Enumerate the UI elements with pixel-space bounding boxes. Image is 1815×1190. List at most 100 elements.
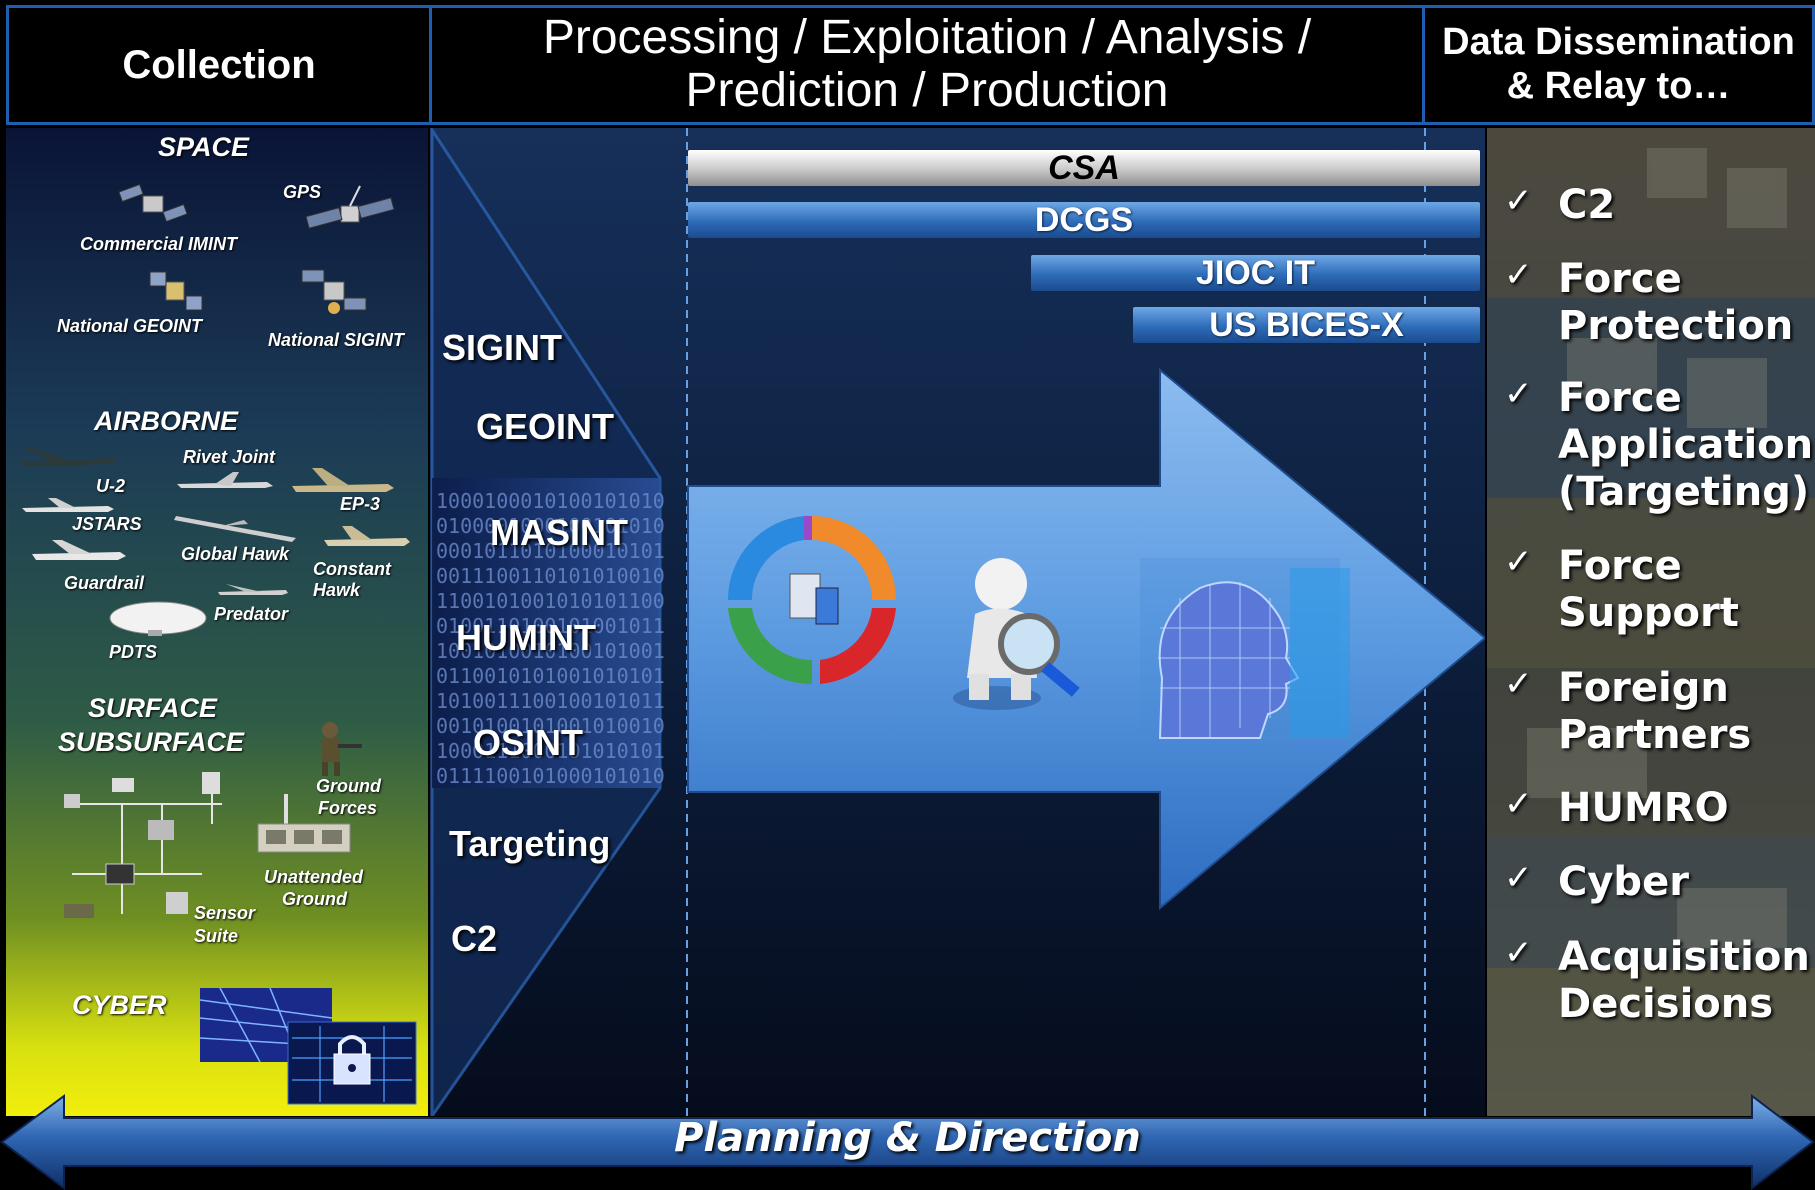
svg-text:0111100101000101010: 0111100101000101010 — [436, 764, 665, 788]
surface-title-line2: SUBSURFACE — [58, 727, 245, 757]
svg-text:0001011010100010101: 0001011010100010101 — [436, 539, 665, 563]
dissemination-header: Data Dissemination & Relay to… — [1422, 5, 1815, 125]
system-bar-bices-label: US BICES-X — [1209, 305, 1404, 344]
cyber-title: CYBER — [72, 990, 167, 1020]
dissemination-item-label: Force — [1558, 543, 1682, 589]
process-cycle-icon — [727, 515, 896, 685]
sensor-suite-network-icon — [64, 772, 222, 918]
u2-aircraft-icon — [19, 448, 118, 466]
dissemination-item-cyber: ✓ Cyber — [1504, 858, 1689, 906]
dissemination-item-c2: ✓C2 — [1504, 181, 1615, 229]
platform-national-geoint: National GEOINT — [57, 316, 203, 336]
operations-photo-collage — [1487, 128, 1815, 1116]
svg-text:1010011100100101011: 1010011100100101011 — [436, 689, 665, 713]
int-geoint: GEOINT — [476, 406, 615, 447]
system-bar-csa-label: CSA — [1048, 148, 1120, 187]
rivet-joint-aircraft-icon — [177, 472, 273, 488]
svg-text:0110010101001010101: 0110010101001010101 — [436, 664, 665, 688]
platform-rivet-joint: Rivet Joint — [183, 447, 276, 467]
int-humint: HUMINT — [456, 617, 596, 658]
dissemination-item-label: Decisions — [1558, 980, 1774, 1027]
jstars-aircraft-icon — [22, 498, 114, 512]
planning-direction-label: Planning & Direction — [674, 1115, 1141, 1161]
platform-global-hawk: Global Hawk — [181, 544, 290, 564]
svg-text:0011100110101010010: 0011100110101010010 — [436, 564, 665, 588]
check-icon: ✓ — [1504, 374, 1533, 414]
guardrail-aircraft-icon — [32, 540, 126, 560]
dissemination-item-label: Force — [1558, 256, 1682, 302]
check-icon: ✓ — [1504, 664, 1533, 704]
check-icon: ✓ — [1504, 542, 1533, 582]
svg-text:0100110100101001011: 0100110100101001011 — [436, 614, 665, 638]
platform-constant: Constant — [313, 559, 391, 579]
dissemination-item-label: Cyber — [1558, 859, 1689, 905]
dissemination-item-label: Acquisition — [1558, 934, 1810, 980]
collection-panel — [6, 128, 428, 1116]
processing-header: Processing / Exploitation / Analysis / P… — [429, 5, 1425, 125]
int-c2: C2 — [451, 918, 498, 959]
svg-text:1001010010100101001: 1001010010100101001 — [436, 639, 665, 663]
int-masint: MASINT — [490, 512, 628, 553]
dissemination-item-label: Force — [1558, 375, 1682, 421]
sensor-suite-line2: Suite — [194, 926, 239, 946]
ground-forces-line1: Ground — [316, 776, 381, 796]
unattended-ground-sensor-icon — [257, 794, 351, 853]
dissemination-item-humro: ✓HUMRO — [1504, 784, 1729, 832]
dissemination-header-line1: Data Dissemination — [1442, 21, 1795, 64]
int-targeting: Targeting — [449, 823, 611, 864]
dissemination-item-label: Foreign — [1558, 665, 1729, 711]
platform-ep3: EP-3 — [340, 494, 381, 514]
platform-pdts: PDTS — [109, 642, 158, 662]
processing-header-line2: Prediction / Production — [685, 64, 1169, 117]
platform-commercial-imint: Commercial IMINT — [80, 234, 238, 254]
sigint-satellite-icon — [301, 269, 367, 314]
geoint-satellite-icon — [149, 271, 203, 311]
predator-uav-icon — [218, 584, 288, 595]
check-icon: ✓ — [1504, 858, 1533, 898]
processing-header-line1: Processing / Exploitation / Analysis / — [542, 11, 1312, 65]
system-bar-csa: CSA — [688, 148, 1480, 187]
dissemination-header-line2: & Relay to… — [1506, 65, 1731, 107]
gps-satellite-icon — [305, 185, 395, 229]
planning-direction-arrow — [0, 1094, 1815, 1190]
svg-text:1100101001010101100: 1100101001010101100 — [436, 589, 665, 613]
digital-head-icon — [1140, 558, 1350, 739]
space-title: SPACE — [158, 132, 250, 162]
platform-u2: U-2 — [96, 476, 126, 496]
dissemination-item-label: Partners — [1558, 711, 1752, 758]
platform-hawk: Hawk — [313, 580, 361, 600]
svg-text:0010100101001010010: 0010100101001010010 — [436, 714, 665, 738]
processing-graphics: 1000100010100101010 0100001000100101010 … — [430, 128, 1485, 1116]
check-icon: ✓ — [1504, 181, 1533, 221]
surface-title-line1: SURFACE — [88, 693, 218, 723]
unattended-ground-line1: Unattended — [264, 867, 363, 887]
int-sigint: SIGINT — [442, 327, 563, 368]
dissemination-item-label: Protection — [1558, 302, 1794, 349]
dissemination-item-label: (Targeting) — [1558, 468, 1810, 515]
ep3-aircraft-icon — [292, 468, 394, 492]
check-icon: ✓ — [1504, 784, 1533, 824]
global-hawk-icon — [174, 516, 296, 542]
platform-national-sigint: National SIGINT — [268, 330, 405, 350]
system-bar-bices: US BICES-X — [1133, 305, 1480, 344]
system-bar-dcgs: DCGS — [688, 201, 1480, 239]
svg-text:1000100010100101010: 1000100010100101010 — [436, 489, 665, 513]
ground-forces-line2: Forces — [318, 798, 378, 818]
sensor-suite-line1: Sensor — [194, 903, 256, 923]
pdts-blimp-icon — [109, 601, 207, 636]
collection-header: Collection — [6, 5, 432, 125]
soldier-icon — [322, 722, 362, 776]
unattended-ground-line2: Ground — [282, 889, 347, 909]
airborne-title: AIRBORNE — [94, 406, 239, 436]
check-icon: ✓ — [1504, 933, 1533, 973]
dissemination-item-label: Application — [1558, 421, 1814, 468]
analyst-magnifier-icon — [953, 558, 1080, 710]
platform-jstars: JSTARS — [72, 514, 142, 534]
int-osint: OSINT — [473, 722, 584, 763]
platform-guardrail: Guardrail — [64, 573, 145, 593]
collection-header-label: Collection — [122, 42, 316, 87]
